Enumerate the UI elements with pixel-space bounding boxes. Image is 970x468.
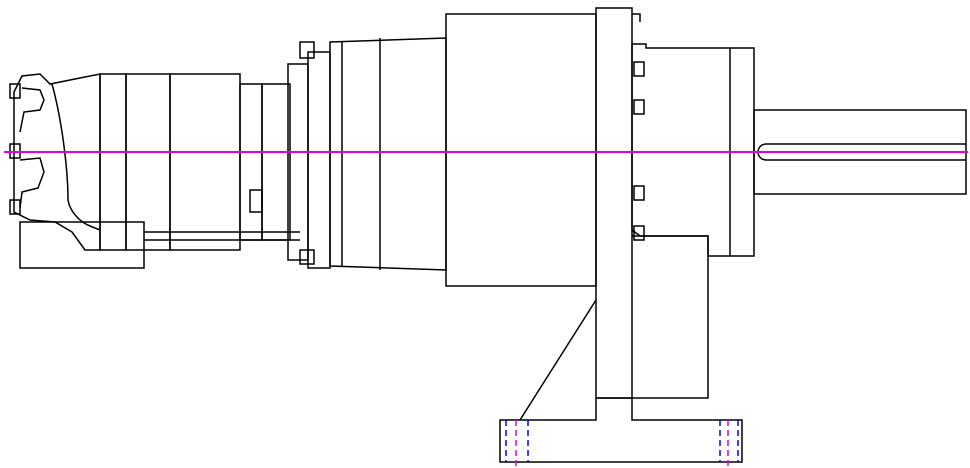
hydraulic-motor-housing	[9, 73, 300, 269]
adapter-flange	[287, 37, 447, 271]
bolt-hole-hidden-lines	[505, 420, 739, 466]
gearbox-housing	[445, 7, 755, 463]
